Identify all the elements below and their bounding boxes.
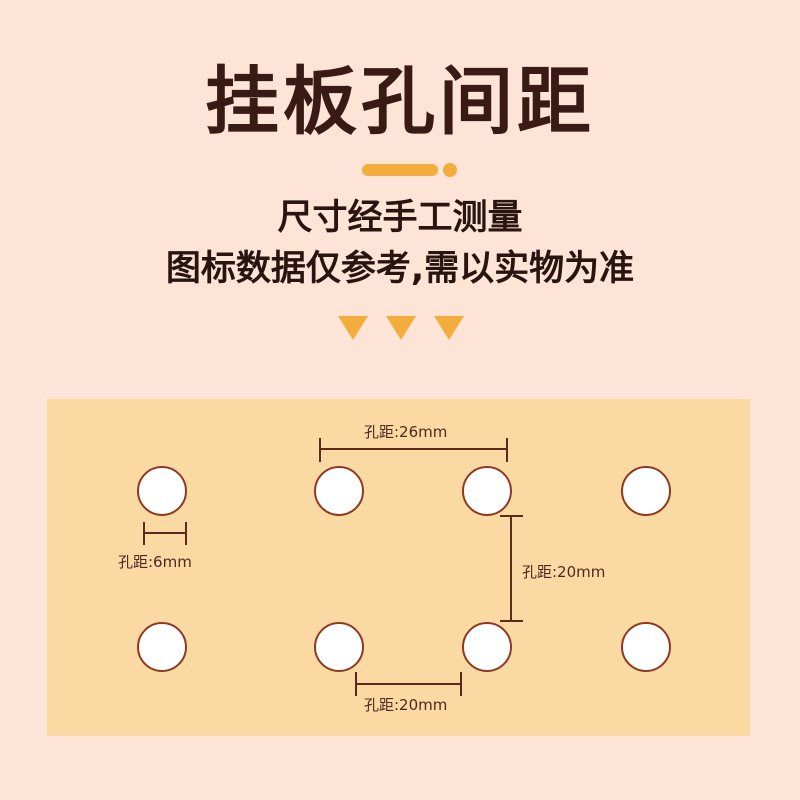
- pegboard-hole: [621, 622, 671, 672]
- horizontal-spacing-label: 孔距:26mm: [364, 423, 448, 441]
- pegboard-hole: [137, 622, 187, 672]
- triangle-down-icon: [338, 316, 368, 340]
- title-underline-dot: [443, 163, 457, 177]
- vertical-spacing-label: 孔距:20mm: [522, 563, 606, 581]
- pegboard-panel: [47, 399, 750, 736]
- triangle-down-icon: [386, 316, 416, 340]
- subtitle-line-2: 图标数据仅参考,需以实物为准: [165, 249, 635, 289]
- bottom-spacing-label: 孔距:20mm: [364, 696, 448, 714]
- pegboard-hole: [462, 622, 512, 672]
- triangle-down-icon: [434, 316, 464, 340]
- subtitle-line-1: 尺寸经手工测量: [277, 198, 523, 238]
- pegboard-hole: [137, 466, 187, 516]
- page-title: 挂板孔间距: [205, 59, 595, 145]
- pegboard-hole: [462, 466, 512, 516]
- pegboard-hole: [314, 466, 364, 516]
- title-underline-bar: [362, 164, 438, 176]
- pegboard-hole: [621, 466, 671, 516]
- pegboard-hole: [314, 622, 364, 672]
- hole-diameter-label: 孔距:6mm: [118, 553, 192, 571]
